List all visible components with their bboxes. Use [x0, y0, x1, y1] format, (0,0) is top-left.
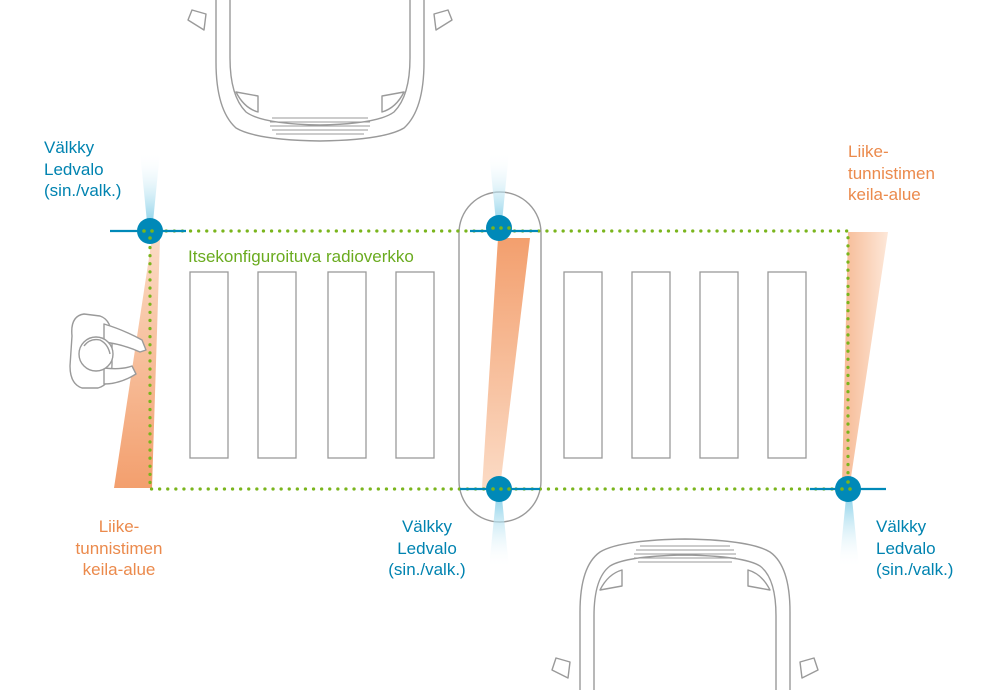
- bottom-car: [551, 538, 819, 690]
- sensor-beam-left: [114, 238, 160, 488]
- radio-network-label-text: Itsekonfiguroituva radioverkko: [188, 247, 414, 266]
- led-light-unit-icon: [486, 476, 512, 502]
- light-label-line: Ledvalo: [876, 538, 936, 558]
- light-label-line: Välkky: [44, 138, 95, 157]
- light-beams: [140, 152, 859, 568]
- sensor-label-line: tunnistimen: [75, 538, 163, 558]
- light-label-bottom-right: Välkky Ledvalo (sin./valk.): [876, 516, 953, 581]
- crossing-stripe: [563, 271, 603, 459]
- led-light-unit-icon: [486, 215, 512, 241]
- sensor-label-line: keila-alue: [82, 560, 156, 579]
- pedestrian-icon: [69, 313, 147, 389]
- top-car: [187, 0, 453, 142]
- light-label-line: Ledvalo: [44, 159, 104, 179]
- light-label-line: (sin./valk.): [388, 560, 466, 579]
- bottom-car-grille: [634, 545, 736, 563]
- sensor-beam-center: [482, 238, 530, 488]
- light-beam-bottom-center: [489, 498, 509, 568]
- light-beam-top-left: [140, 152, 160, 222]
- light-label-line: (sin./valk.): [44, 181, 122, 200]
- light-label-bottom-center: Välkky Ledvalo (sin./valk.): [372, 516, 482, 581]
- top-car-grille: [270, 117, 370, 135]
- sensor-label-line: Liike-: [98, 517, 140, 536]
- light-label-line: Välkky: [401, 517, 453, 536]
- led-light-unit-icon: [835, 476, 861, 502]
- sensor-beam-right: [842, 232, 888, 484]
- light-beam-bottom-right: [839, 498, 859, 568]
- crossing-stripe: [189, 271, 229, 459]
- crossing-stripe: [327, 271, 367, 459]
- crossing-stripe: [767, 271, 807, 459]
- light-label-line: (sin./valk.): [876, 560, 954, 579]
- sensor-label-bottom-left: Liike- tunnistimen keila-alue: [64, 516, 174, 581]
- crossing-stripe: [631, 271, 671, 459]
- light-label-line: Välkky: [876, 517, 927, 536]
- zebra-crossing: [189, 271, 807, 459]
- light-label-top-left: Välkky Ledvalo (sin./valk.): [44, 137, 121, 202]
- radio-network-label: Itsekonfiguroituva radioverkko: [188, 246, 414, 268]
- crossing-stripe: [395, 271, 435, 459]
- sensor-label-line: keila-alue: [848, 185, 921, 204]
- light-units: [137, 215, 861, 502]
- light-unit-dots: [142, 226, 852, 491]
- sensor-label-line: tunnistimen: [848, 163, 935, 183]
- crossing-stripe: [699, 271, 739, 459]
- light-beam-top-center: [489, 152, 509, 222]
- sensor-label-top-right: Liike- tunnistimen keila-alue: [848, 141, 935, 206]
- light-label-line: Ledvalo: [397, 538, 457, 558]
- led-light-unit-icon: [137, 218, 163, 244]
- crossing-stripe: [257, 271, 297, 459]
- sensor-label-line: Liike-: [848, 142, 889, 161]
